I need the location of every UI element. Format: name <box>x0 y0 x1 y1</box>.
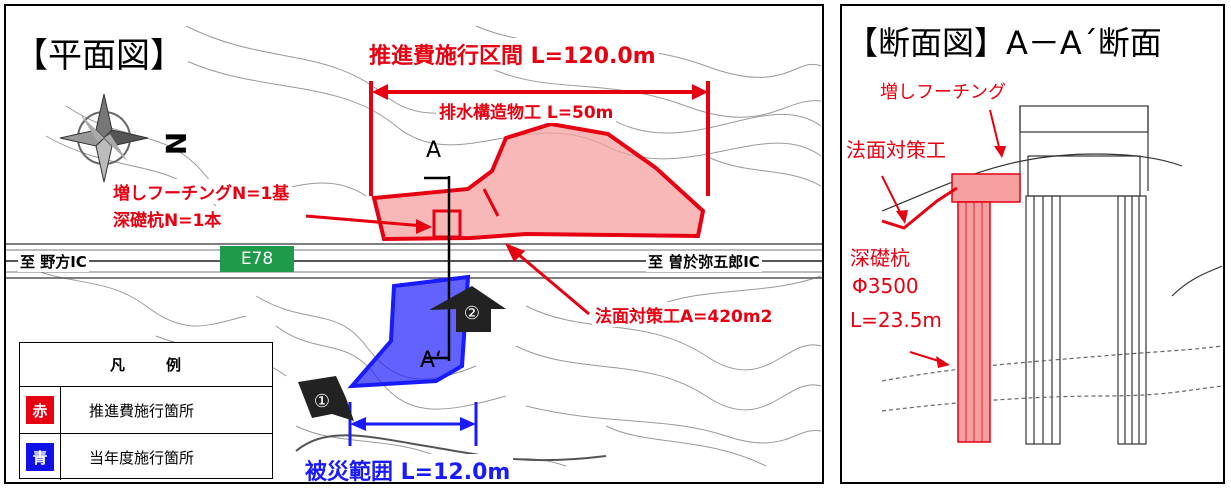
legend-text-blue: 当年度施行箇所 <box>89 448 195 467</box>
bridge-structure <box>881 105 1223 445</box>
section-a-label: A <box>426 138 442 163</box>
section-pile-label: 深礎杭 <box>850 246 910 270</box>
viewpoint-arrow-2 <box>429 286 506 332</box>
slope-treatment-line <box>881 186 958 230</box>
slope-label: 法面対策工A=420m2 <box>592 302 776 327</box>
legend-row-red: 赤 推進費施行箇所 <box>20 387 272 434</box>
viewpoint-1-marker: ① <box>313 391 331 412</box>
highway <box>6 243 822 279</box>
section-footing <box>951 173 1021 203</box>
plan-title: 【平面図】 <box>10 36 188 76</box>
compass-icon <box>59 93 149 183</box>
legend: 凡 例 赤 推進費施行箇所 青 当年度施行箇所 <box>19 342 273 480</box>
leader-arrows <box>305 214 590 316</box>
pile-label: 深礎杭N=1本 <box>110 206 225 231</box>
section-a-prime-label: A‘ <box>420 348 443 373</box>
viewpoint-arrow-1 <box>298 376 354 421</box>
section-title: 【断面図】A－A´断面 <box>846 24 1162 62</box>
drainage-label: 排水構造物工 L=50m <box>436 98 617 123</box>
road-left-label: 至 野方IC <box>18 251 89 272</box>
north-label: N <box>159 131 193 156</box>
viewpoint-2-marker: ② <box>463 303 481 324</box>
legend-row-blue: 青 当年度施行箇所 <box>20 434 272 480</box>
section-pile-diameter: Φ3500 <box>852 274 919 298</box>
section-line <box>424 176 451 361</box>
section-slope-label: 法面対策工 <box>846 138 946 162</box>
section-pile-length: L=23.5m <box>850 308 942 332</box>
section-footing-label: 増しフーチング <box>880 82 1006 103</box>
road-right-label: 至 曽於弥五郎IC <box>646 251 762 272</box>
plan-view-panel: 【平面図】 N 推進費施行区間 L=120.0m 排水構造物工 L=50m 増し… <box>4 4 824 484</box>
footing-label: 増しフーチングN=1基 <box>110 179 293 204</box>
plan-drawing <box>6 25 822 467</box>
damage-range-label: 被災範囲 L=12.0m <box>302 454 514 482</box>
legend-text-red: 推進費施行箇所 <box>89 401 195 420</box>
header-red-label: 推進費施行区間 L=120.0m <box>366 38 659 70</box>
legend-key-blue: 青 <box>26 443 54 471</box>
section-drawing <box>881 105 1223 445</box>
blue-area <box>347 274 471 389</box>
blue-dimension <box>348 402 478 446</box>
section-view-panel: 【断面図】A－A´断面 増しフーチング 法面対策工 深礎杭 Φ3500 L=23… <box>840 4 1225 484</box>
red-dimension <box>369 81 710 196</box>
route-badge: E78 <box>220 246 294 272</box>
legend-title: 凡 例 <box>20 343 272 387</box>
legend-key-red: 赤 <box>26 396 54 424</box>
